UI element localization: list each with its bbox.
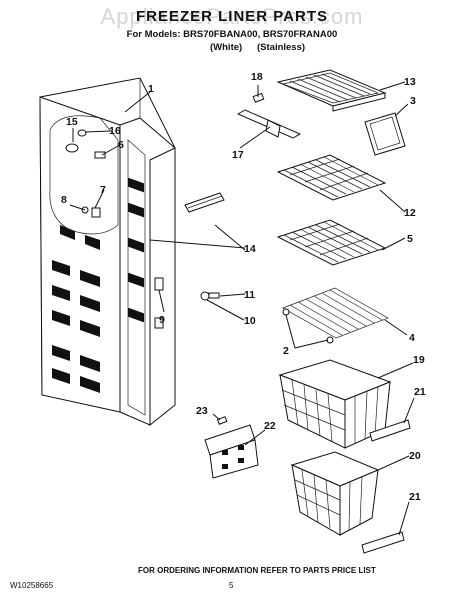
models-prefix: For Models:	[126, 29, 181, 40]
callout-21-upper: 21	[414, 386, 426, 398]
part-14-rail	[184, 192, 225, 213]
variant-stainless: (Stainless)	[257, 42, 306, 53]
models-list: BRS70FBANA00, BRS70FRANA00	[183, 29, 338, 40]
callout-23: 23	[196, 405, 208, 417]
callouts: 1 2 3 4 5 6 7 8 9 10 11 12 13 14 15 16 1…	[61, 71, 426, 503]
callout-22: 22	[264, 420, 276, 432]
callout-14: 14	[244, 243, 256, 255]
part-3-cover	[364, 112, 406, 156]
freezer-liner	[39, 77, 176, 427]
callout-2: 2	[283, 345, 289, 357]
callout-5: 5	[407, 233, 413, 245]
part-21-strip-lower	[361, 531, 405, 554]
callout-4: 4	[409, 332, 415, 344]
callout-10: 10	[244, 315, 256, 327]
callout-7: 7	[100, 184, 106, 196]
callout-12: 12	[404, 207, 416, 219]
callout-11: 11	[244, 289, 255, 301]
part-12-wire-shelf	[276, 154, 387, 201]
callout-17: 17	[232, 149, 244, 161]
callout-13: 13	[404, 76, 416, 88]
part-13-shelf-frame	[276, 69, 387, 112]
part-5-wire-shelf	[276, 219, 387, 266]
doc-number: W10258665	[10, 581, 54, 590]
callout-19: 19	[413, 354, 425, 366]
part-4-wire-rack	[282, 287, 389, 344]
callout-15: 15	[66, 116, 78, 128]
callout-1: 1	[148, 83, 154, 95]
part-17-bracket	[236, 92, 302, 139]
callout-3: 3	[410, 95, 416, 107]
part-22-bracket	[204, 416, 259, 479]
callout-9: 9	[159, 314, 165, 326]
callout-16: 16	[109, 125, 121, 137]
callout-21-lower: 21	[409, 491, 421, 503]
part-21-strip-upper	[369, 419, 411, 442]
callout-6: 6	[118, 139, 124, 151]
callout-8: 8	[61, 194, 67, 206]
callout-18: 18	[251, 71, 263, 83]
leader-lines	[69, 81, 415, 536]
part-10-11-screw	[200, 291, 220, 301]
callout-20: 20	[409, 450, 421, 462]
ordering-note: FOR ORDERING INFORMATION REFER TO PARTS …	[138, 566, 376, 575]
part-20-lower-basket	[290, 451, 380, 536]
page-title: FREEZER LINER PARTS	[135, 8, 329, 25]
page-number: 5	[229, 581, 234, 590]
models-line: For Models: BRS70FBANA00, BRS70FRANA00	[0, 29, 464, 40]
variant-white: (White)	[210, 42, 243, 53]
